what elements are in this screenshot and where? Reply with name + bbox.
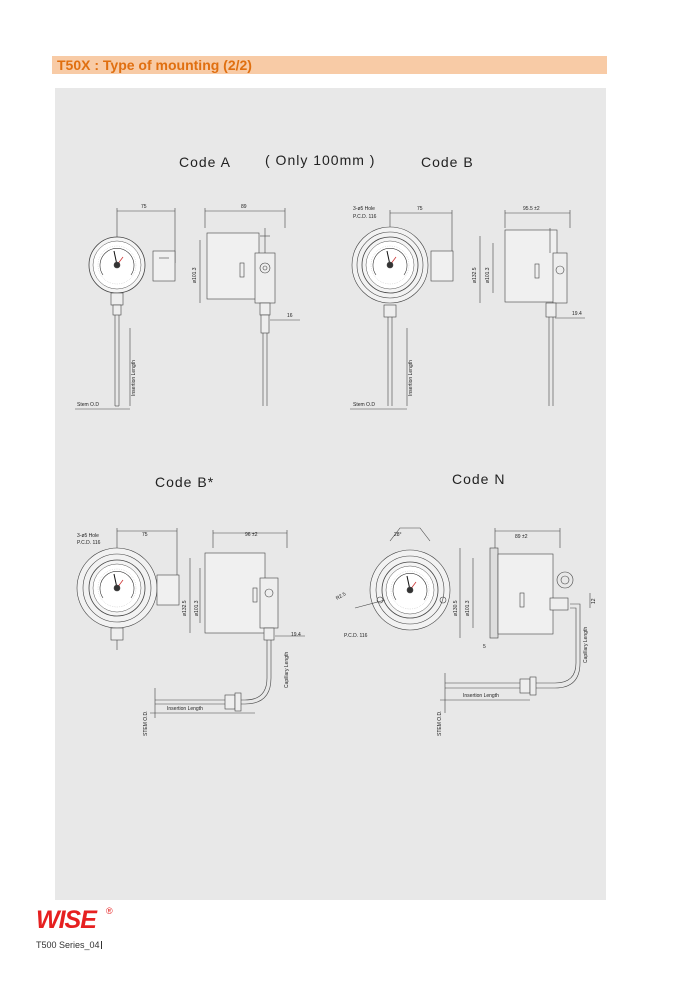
dim-n-1013: ø101.3 [465,600,471,616]
drawing-code-b-front [350,210,454,410]
drawing-code-n-side [440,528,591,713]
dim-a-stem: Stem O.D [77,402,99,408]
drawing-code-n-front [354,527,451,631]
series-divider [101,941,102,949]
drawing-code-bstar-side [150,530,305,718]
dim-bs-hole: 3-ø5 Hole [77,533,99,539]
label-code-b: Code B [421,154,474,170]
dim-n-pcd: P.C.D. 116 [344,633,368,639]
dim-bs-stem: STEM O.D. [143,710,149,736]
dim-b-stem: Stem O.D [353,402,375,408]
dim-bs-pcd: P.C.D. 116 [77,540,101,546]
drawing-code-b-side [479,210,585,406]
dim-n-28: 28° [394,532,402,538]
dim-n-12: 12 [591,598,597,604]
dim-bs-96: 96 ±2 [245,532,258,538]
dim-b-pcd: P.C.D. 116 [353,214,377,220]
dim-a-75: 75 [141,204,147,210]
registered-mark: ® [106,906,113,916]
label-code-n: Code N [452,471,506,487]
dim-a-insertion: Insertion Length [131,360,137,396]
label-code-bstar: Code B* [155,474,215,490]
dim-n-89: 89 ±2 [515,534,528,540]
series-label: T500 Series_04 [36,940,100,950]
label-code-a: Code A [179,154,231,170]
drawing-code-a-side [199,208,300,406]
dim-n-insertion: Insertion Length [463,693,499,699]
dim-n-capillary: Capillary Length [583,627,589,663]
drawing-code-a-front [75,208,176,410]
dim-bs-1325: ø132.5 [182,600,188,616]
dim-b-955: 95.5 ±2 [523,206,540,212]
dim-n-5: 5 [483,644,486,650]
drawing-code-bstar-front [76,528,180,650]
drawing-panel: 75 89 ø101.3 16 Insertion Length Stem O.… [55,88,606,900]
dim-a-16: 16 [287,313,293,319]
dim-bs-insertion: Insertion Length [167,706,203,712]
dim-a-89: 89 [241,204,247,210]
dim-a-1013: ø101.3 [192,267,198,283]
dim-n-1305: ø130.5 [453,600,459,616]
label-only-100: ( Only 100mm ) [265,152,376,168]
dim-b-hole: 3-ø5 Hole [353,206,375,212]
dim-bs-75: 75 [142,532,148,538]
brand-logo: WISE [36,906,97,934]
dim-bs-1013: ø101.3 [194,600,200,616]
dim-bs-194: 19.4 [291,632,301,638]
dim-b-1325: ø132.5 [472,267,478,283]
dim-bs-capillary: Capillary Length [284,652,290,688]
page-title: T50X : Type of mounting (2/2) [57,57,252,73]
dim-n-stem: STEM O.D. [437,710,443,736]
dim-b-1013: ø101.3 [485,267,491,283]
technical-drawings: 75 89 ø101.3 16 Insertion Length Stem O.… [75,204,597,736]
dim-b-75: 75 [417,206,423,212]
dim-b-insertion: Insertion Length [408,360,414,396]
header-bar [52,56,607,74]
dim-n-r2: R2.5 [335,591,347,602]
dim-b-194: 19.4 [572,311,582,317]
